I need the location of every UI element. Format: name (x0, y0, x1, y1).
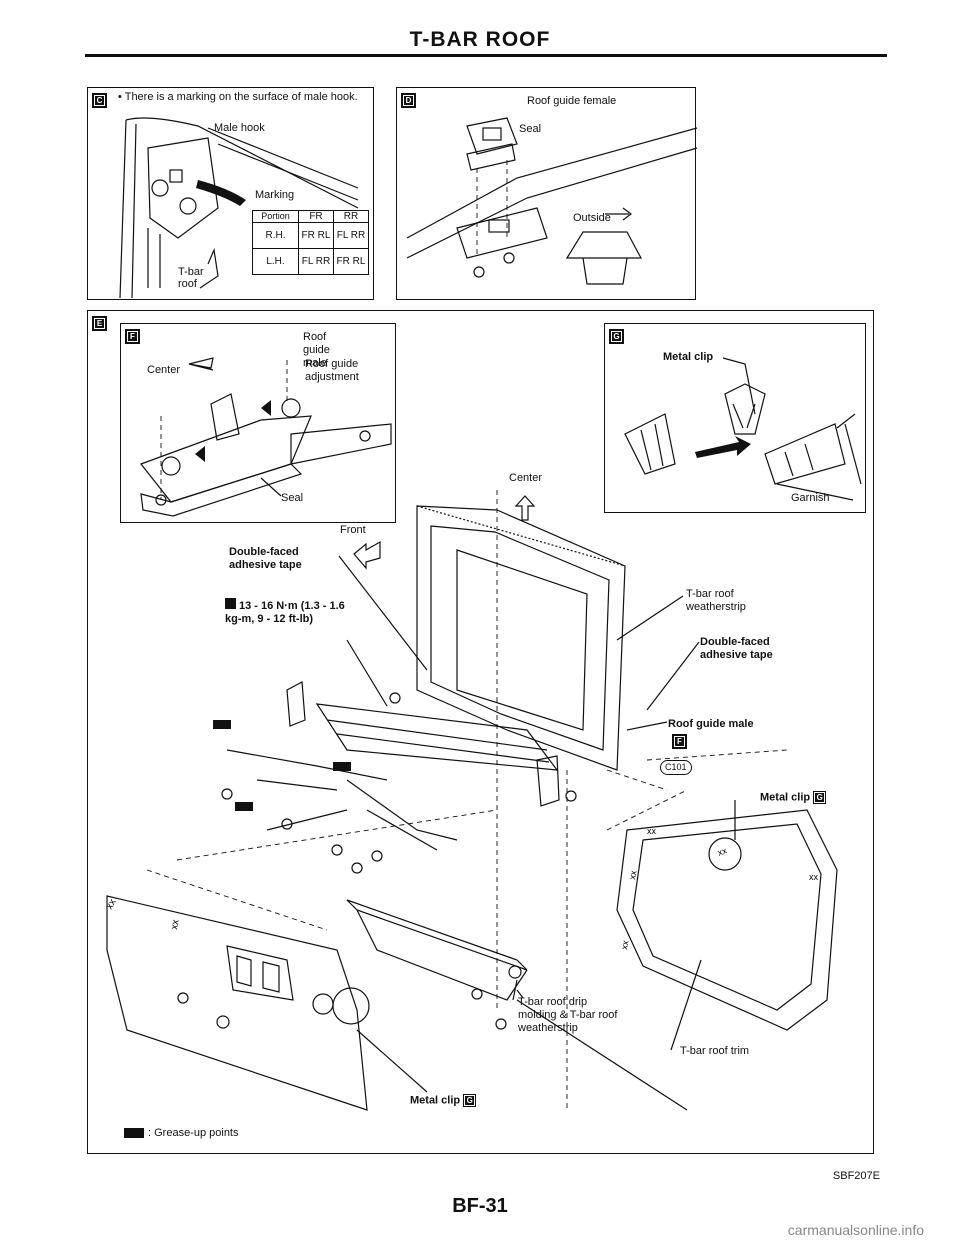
roof-guide-adjust-drawing (140, 357, 392, 517)
torque-wrench-icon (225, 598, 236, 609)
marking-table-row: R.H. FR RL FL RR (252, 222, 369, 249)
marking-table-cell: L.H. (252, 248, 299, 275)
panel-f-badge: F (125, 329, 140, 344)
marking-table-header-cell: RR (333, 210, 369, 223)
drip-molding-label: T-bar roof drip molding & T-bar roof wea… (518, 996, 618, 1034)
metal-clip-bottom-label: Metal clip G (410, 1094, 477, 1107)
ref-f-badge: F (672, 734, 687, 749)
seal-label: Seal (519, 123, 542, 135)
metal-clip-right-label: Metal clip G (760, 791, 827, 804)
title-rule (85, 54, 887, 57)
roof-guide-male-main: Roof guide male (668, 718, 754, 730)
marking-label: Marking (255, 189, 295, 201)
xx-mark: xx (627, 869, 638, 880)
center-label-main: Center (509, 472, 543, 484)
double-faced-tape-left: Double-faced adhesive tape (229, 546, 302, 571)
panel-e-badge: E (92, 316, 107, 331)
marking-table-cell: R.H. (252, 222, 299, 249)
marking-table-row: L.H. FL RR FR RL (252, 248, 369, 275)
watermark: carmanualsonline.info (787, 1222, 924, 1238)
roof-guide-female-drawing (406, 117, 698, 285)
marking-table-header-cell: FR (298, 210, 334, 223)
male-hook-drawing (119, 117, 359, 299)
page-number: BF-31 (452, 1195, 508, 1217)
xx-mark: xx (647, 826, 657, 836)
metal-clip-label: Metal clip (663, 351, 714, 363)
xx-mark: xx (104, 897, 119, 911)
roof-guide-male-label: Roof guide male (303, 331, 330, 369)
xx-mark: xx (169, 919, 182, 931)
roof-guide-adjustment-label: Roof guide adjustment (305, 358, 359, 383)
panel-f: F Roof guide male Roof guide adjustment … (120, 323, 396, 523)
roof-guide-female-label: Roof guide female (527, 95, 617, 107)
panel-c-badge: C (92, 93, 107, 108)
grease-point-icon (124, 1128, 144, 1139)
center-arrow-icon (514, 495, 536, 521)
front-label: Front (340, 524, 366, 536)
metal-clip-drawing (624, 357, 862, 501)
marking-table-header: Portion FR RR (252, 210, 369, 223)
marking-table: Portion FR RR R.H. FR RL FL RR L.H. FL R… (252, 210, 369, 275)
torque-spec: 13 - 16 N·m (1.3 - 1.6 kg-m, 9 - 12 ft-l… (225, 598, 345, 625)
clip-code-label: C101 (660, 760, 692, 775)
panel-c: C • There is a marking on the surface of… (87, 87, 374, 300)
exploded-view-drawing: xx xx xx xx xx xx xx (104, 490, 838, 1111)
xx-mark: xx (809, 872, 819, 882)
grease-legend: : Grease-up points (124, 1127, 239, 1140)
tbar-roof-label: T-bar roof (178, 266, 204, 290)
marking-table-cell: FL RR (298, 248, 334, 275)
roof-trim-label: T-bar roof trim (680, 1045, 750, 1057)
weatherstrip-label: T-bar roof weatherstrip (686, 588, 746, 613)
marking-table-cell: FR RL (298, 222, 334, 249)
male-hook-label: Male hook (214, 122, 265, 134)
male-hook-note: • There is a marking on the surface of m… (118, 91, 358, 103)
panel-d: D Roof guide female Seal Outside (396, 87, 698, 300)
seal-label: Seal (281, 492, 304, 504)
xx-mark: xx (716, 845, 728, 858)
front-arrow-icon (353, 540, 381, 570)
marking-table-cell: FR RL (333, 248, 369, 275)
panel-e: E (87, 310, 874, 1154)
outside-label: Outside (573, 212, 611, 224)
center-label: Center (147, 364, 181, 376)
double-faced-tape-right: Double-faced adhesive tape (700, 636, 773, 661)
marking-table-cell: FL RR (333, 222, 369, 249)
panel-d-badge: D (401, 93, 416, 108)
figure-code: SBF207E (832, 1170, 880, 1182)
panel-g-badge: G (609, 329, 624, 344)
panel-g: G Metal clip Garnish (604, 323, 866, 513)
xx-mark: xx (619, 939, 630, 950)
garnish-label: Garnish (791, 492, 830, 504)
page-title: T-BAR ROOF (409, 28, 551, 51)
marking-table-header-cell: Portion (252, 210, 299, 223)
